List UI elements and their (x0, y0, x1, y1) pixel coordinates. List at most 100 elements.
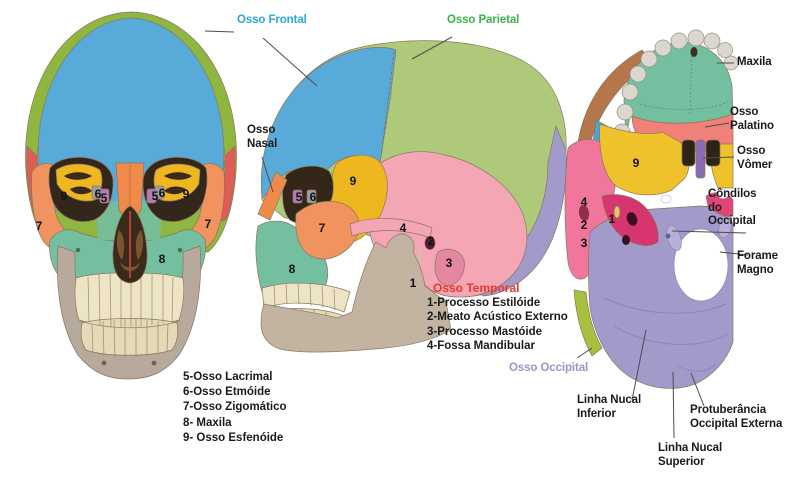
sphenoid-bone-inferior (599, 123, 690, 196)
upper-teeth-lateral (261, 282, 351, 313)
marker-8-lateral: 8 (288, 262, 296, 276)
label-protuberancia-occipital-externa: Protuberância Occipital Externa (690, 404, 783, 430)
condyle-highlight-left (660, 194, 672, 204)
condyle-highlight-right (717, 189, 729, 199)
label-osso-frontal: Osso Frontal (237, 14, 307, 26)
temporal-legend-item: 2-Meato Acústico Externo (427, 311, 568, 324)
choana-right (705, 139, 721, 167)
temporal-legend-item: 1-Processo Estilóide (427, 297, 541, 309)
leader-forame (719, 251, 749, 256)
foramen-magnum-hole (673, 228, 729, 302)
inferior-view (564, 29, 739, 389)
parietal-edge-inferior (573, 289, 603, 357)
leader-protuberancia (690, 372, 705, 407)
label-forame-magno: Forame Magno (737, 250, 778, 276)
marker-5-lateral: 5 (295, 190, 303, 204)
leader-parietal (411, 36, 453, 60)
ear-canal (424, 236, 436, 250)
ethmoid-bone-lateral (306, 189, 317, 204)
marker-7-lateral: 7 (318, 221, 326, 235)
occipital-foramen-dot (665, 233, 671, 239)
bone-legend-item: 7-Osso Zigomático (183, 401, 287, 414)
marker-1-lateral: 1 (409, 276, 417, 290)
vomer-bone (695, 139, 706, 179)
leader-condilos (671, 230, 747, 234)
marker-8-anterior: 8 (158, 252, 166, 266)
infraorbital-foramen-left (75, 247, 81, 253)
nuchal-lines (603, 297, 729, 372)
label-maxila: Maxila (737, 56, 772, 68)
leader-palatino (704, 122, 730, 128)
marker-6-anterior-left: 6 (94, 187, 102, 201)
marker-4-lateral: 4 (399, 221, 407, 235)
marker-9-lateral: 9 (349, 174, 357, 188)
marker-3-lateral: 3 (445, 256, 453, 270)
orbit-fissures (64, 172, 192, 195)
marker-2-lateral: 2 (427, 234, 435, 248)
marker-9-inferior: 9 (632, 156, 640, 170)
occipital-condyle-left (666, 225, 682, 251)
marker-1-inferior: 1 (608, 212, 616, 226)
leader-frontal-b (262, 37, 318, 87)
lateral-view (255, 40, 567, 353)
leader-frontal-a (204, 30, 235, 33)
infraorbital-foramen-right (177, 247, 183, 253)
bone-legend-item: 9- Osso Esfenóide (183, 431, 284, 444)
ethmoid-bone-right (154, 185, 165, 200)
marker-7-anterior-left: 7 (35, 219, 43, 233)
bone-legend: 5-Osso Lacrimal 6-Osso Etmóide 7-Osso Zi… (183, 370, 287, 446)
carotid-canal (622, 235, 630, 245)
marker-6-anterior-right: 6 (158, 186, 166, 200)
leader-vomer (702, 156, 735, 159)
temporal-legend: Osso Temporal 1-Processo Estilóide 2-Mea… (427, 281, 568, 353)
teeth-anterior (74, 272, 185, 358)
marker-9-anterior-right: 9 (182, 187, 190, 201)
mastoid-process (434, 248, 465, 287)
leader-linha-inferior (631, 329, 647, 401)
lacrimal-bone-lateral (292, 189, 303, 204)
bone-legend-item: 6-Osso Etmóide (183, 386, 271, 399)
marker-5-anterior-left: 5 (100, 191, 108, 205)
label-osso-palatino: Osso Palatino (730, 106, 774, 132)
zygomatic-bone-lateral (295, 200, 360, 260)
label-osso-vomer: Osso Vômer (737, 145, 773, 171)
marker-5-anterior-right: 5 (151, 189, 159, 203)
marker-6-lateral: 6 (309, 190, 317, 204)
label-osso-parietal: Osso Parietal (447, 14, 520, 26)
anterior-view (25, 11, 237, 380)
temporal-petrous-magenta-right (705, 192, 734, 217)
coronal-suture (380, 51, 395, 159)
jugular-foramen (626, 212, 638, 226)
bone-legend-item: 5-Osso Lacrimal (183, 371, 273, 383)
nasal-conchae (116, 230, 144, 271)
mental-foramen-left (101, 360, 107, 366)
temporal-legend-title: Osso Temporal (433, 281, 520, 295)
label-osso-nasal: Osso Nasal (247, 124, 278, 150)
leader-lines (204, 30, 749, 439)
choana-left (681, 139, 696, 167)
foramen-dark-left (578, 205, 590, 221)
nasal-aperture (112, 205, 148, 284)
lower-teeth-row (80, 318, 179, 356)
mental-foramen-right (151, 360, 157, 366)
leader-occipital (576, 347, 593, 359)
leader-nasal (261, 156, 274, 193)
maxilla-bone-lateral (255, 220, 329, 293)
marker-7-anterior-right: 7 (204, 217, 212, 231)
teeth-inferior (613, 29, 739, 141)
styloid-inferior (613, 205, 621, 219)
marker-4-inferior: 4 (580, 195, 588, 209)
temporal-legend-item: 4-Fossa Mandibular (427, 339, 535, 352)
teeth-separators (79, 272, 181, 358)
temporal-legend-item: 3-Processo Mastóide (427, 325, 543, 338)
palate-suture (639, 47, 732, 115)
marker-3-inferior: 3 (580, 236, 588, 250)
incisive-fossa (690, 47, 698, 57)
marker-2-inferior: 2 (580, 218, 588, 232)
nasal-bone-lateral (257, 171, 288, 221)
leader-linha-superior (672, 371, 675, 439)
lacrimal-bone-left (99, 188, 110, 204)
label-condilos-do-occipital: Côndilos do Occipital (708, 188, 757, 227)
